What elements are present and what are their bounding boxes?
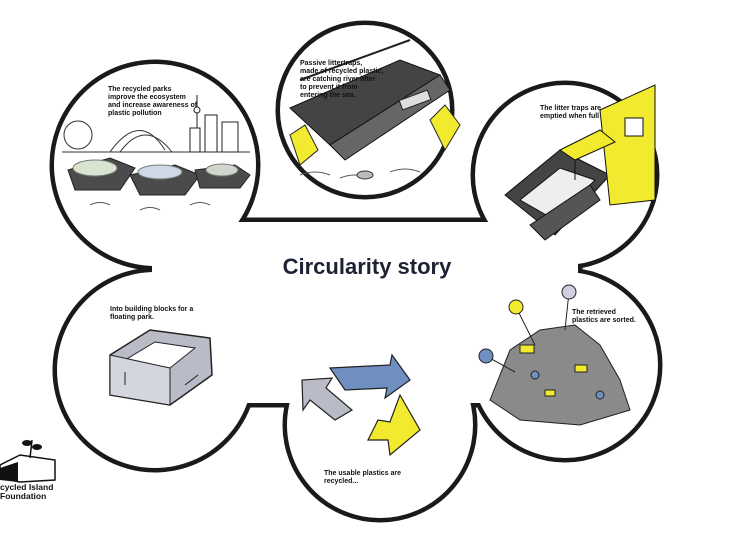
floating-park-blocks <box>67 157 251 196</box>
sorting-illustration <box>478 284 631 426</box>
caption-littertraps: Passive littertraps, made of recycled pl… <box>300 60 384 99</box>
foundation-logo-text: cycled Island Foundation <box>0 482 54 501</box>
city-skyline <box>189 95 239 153</box>
caption-parks: The recycled parks improve the ecosystem… <box>108 86 198 117</box>
sprout-block-logo <box>0 439 56 483</box>
caption-recycled: The usable plastics are recycled... <box>324 470 402 485</box>
building-block-illustration <box>109 329 213 406</box>
caption-blocks: Into building blocks for a floating park… <box>110 306 194 321</box>
diagram-title: Circularity story <box>282 254 452 279</box>
littertrap-illustration <box>289 39 461 180</box>
caption-emptied: The litter traps are emptied when full <box>540 105 602 120</box>
caption-sorted: The retrieved plastics are sorted. <box>572 309 636 324</box>
emptying-illustration <box>504 84 656 241</box>
recycle-arrows <box>301 353 421 457</box>
parks-illustration <box>62 95 251 211</box>
